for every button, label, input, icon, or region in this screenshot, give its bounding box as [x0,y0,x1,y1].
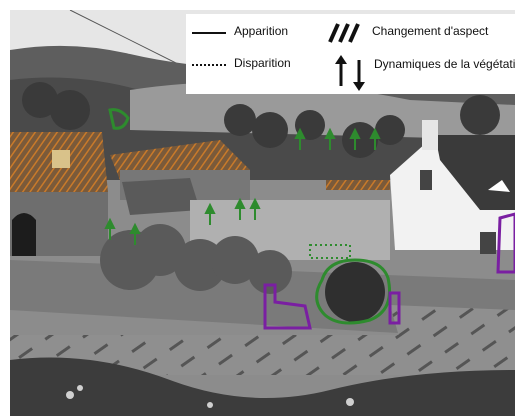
change-label: Changement d'aspect [372,24,489,38]
solid-line-swatch [192,32,226,34]
up-down-arrows-icon [335,55,365,91]
disappearance-label: Disparition [234,56,291,70]
dotted-line-swatch [192,64,226,66]
legend: Apparition Disparition Changement d'aspe… [186,14,515,94]
vegetation-dynamics-label: Dynamiques de la végétation [374,57,515,71]
hatch-swatch-icon [328,23,360,43]
appearance-label: Apparition [234,24,289,38]
